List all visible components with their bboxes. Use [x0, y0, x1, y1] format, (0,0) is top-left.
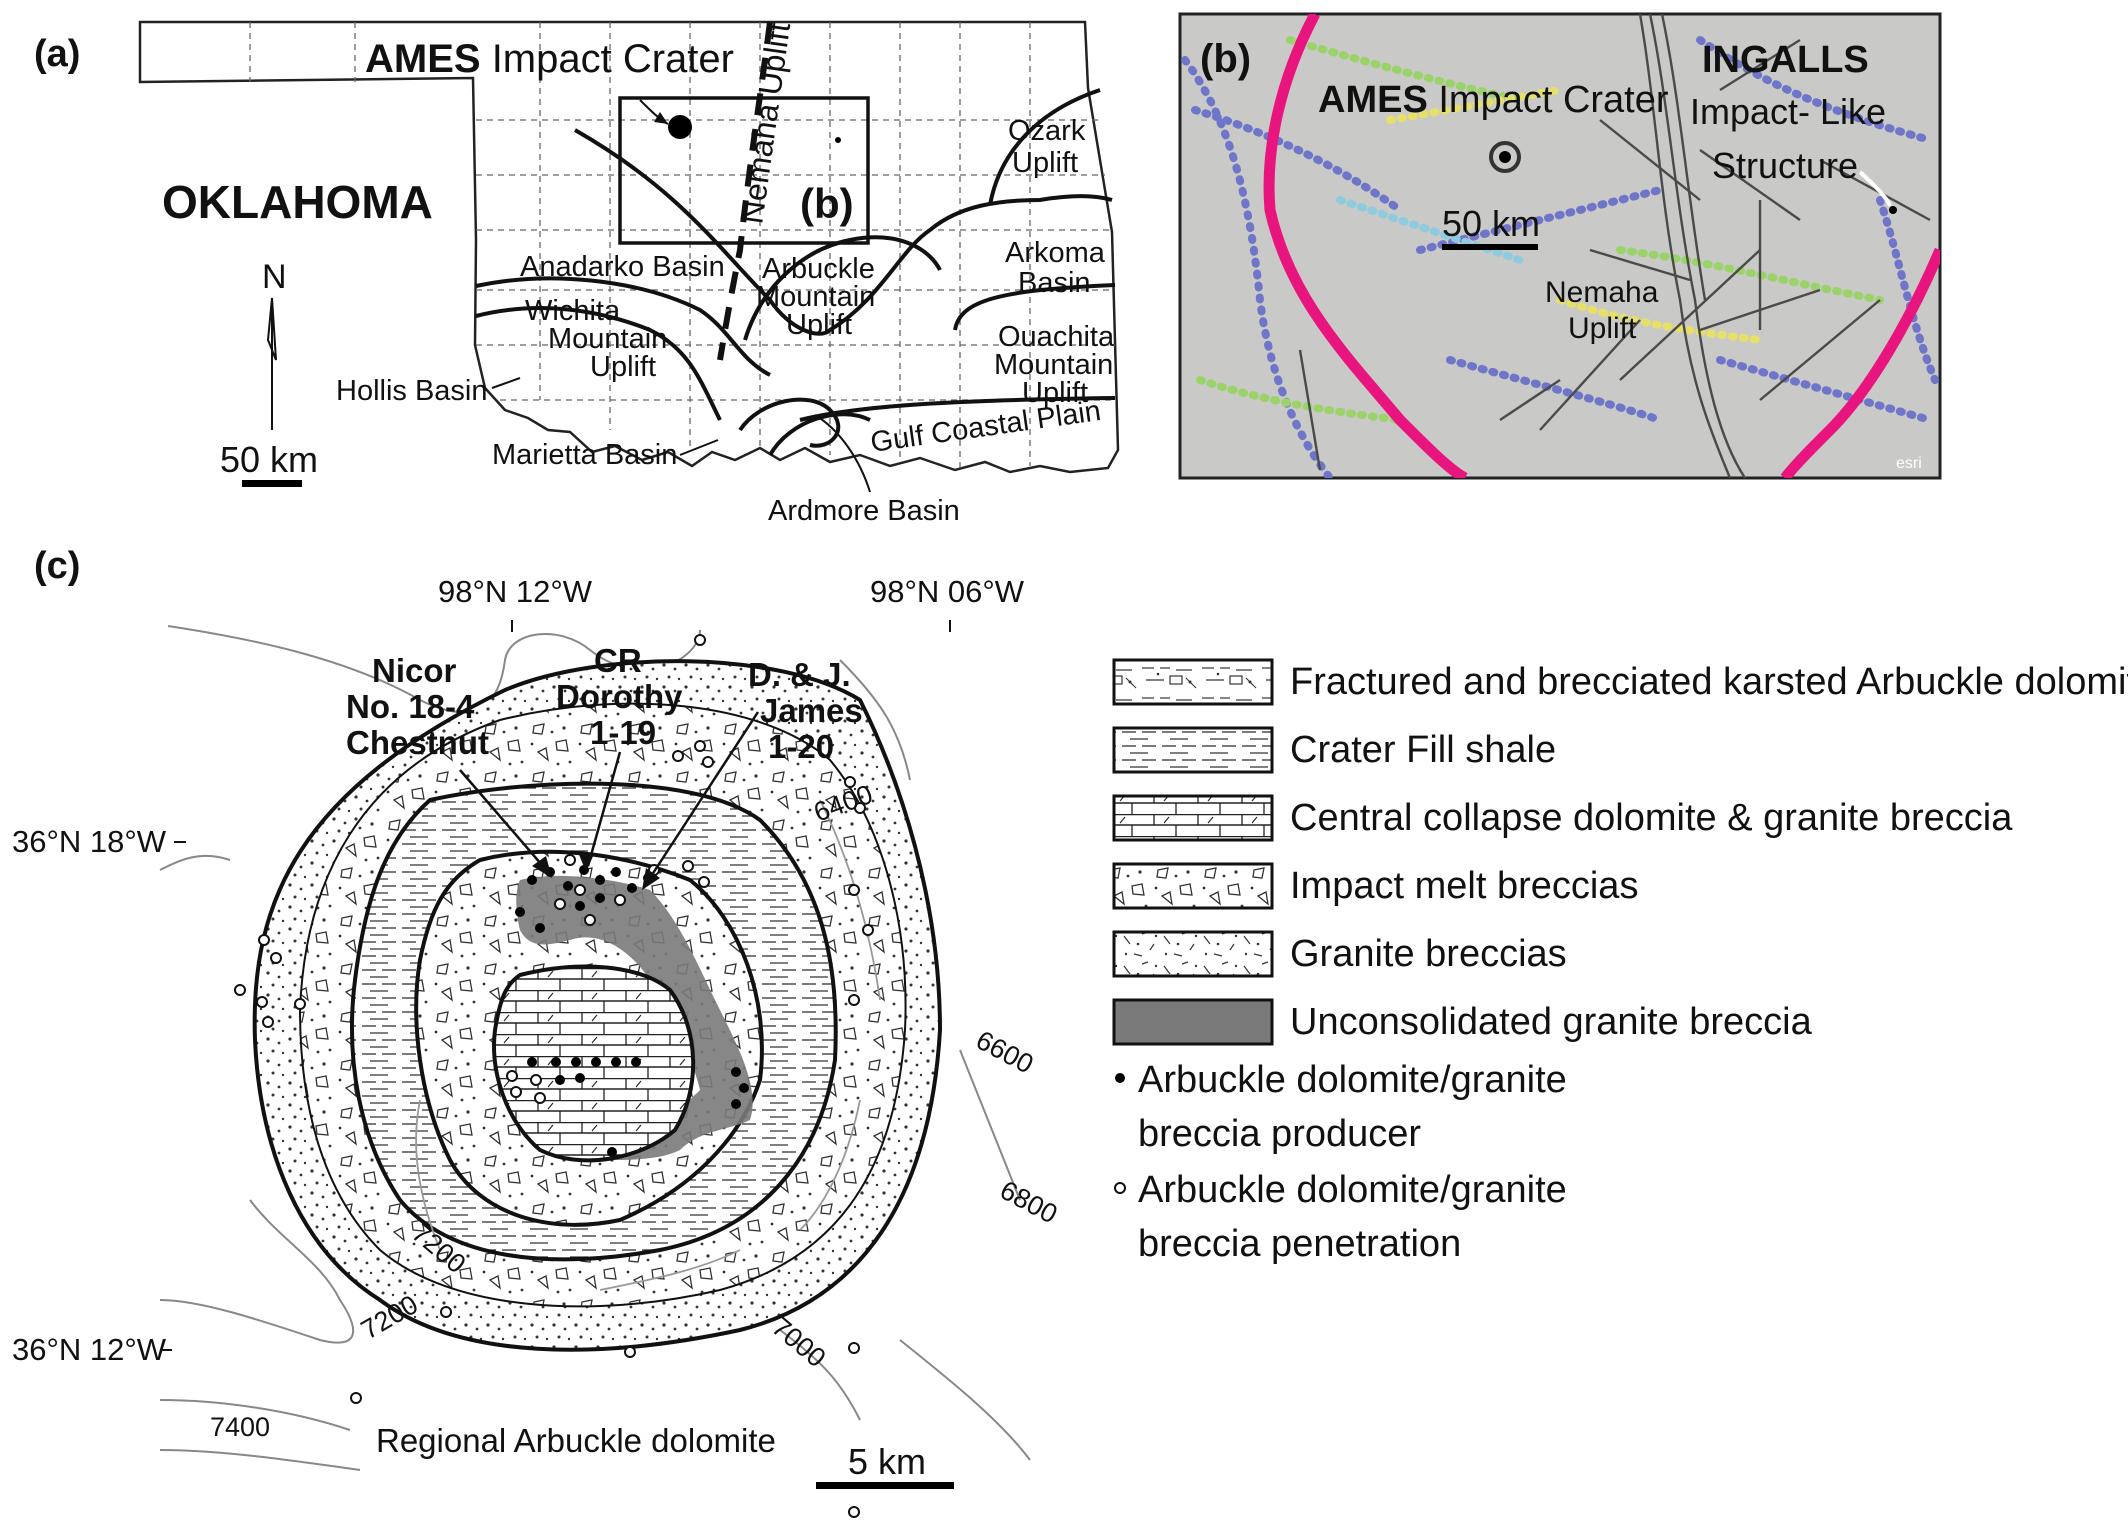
esri-credit: esri: [1896, 455, 1922, 472]
nemaha-dashed-line: [717, 21, 773, 361]
panel-b-label: (b): [1200, 37, 1251, 81]
legend-swatch-unconsolidated: [1112, 998, 1274, 1046]
scale-bar-c: [816, 1482, 954, 1489]
scale-text-b: 50 km: [1442, 203, 1540, 244]
ames-target-icon: [1489, 141, 1521, 173]
ingalls-marker: [835, 137, 841, 143]
well-cr-number: 1-19: [590, 714, 656, 751]
region-wichita: Wichita: [525, 295, 621, 327]
region-arbuckle: Arbuckle: [762, 253, 875, 285]
region-arkoma-2: Basin: [1018, 267, 1091, 299]
legend-swatch-melt: [1112, 862, 1274, 910]
legend-fractured: Fractured and brecciated karsted Arbuckl…: [1290, 661, 2128, 703]
ring-right: [1780, 247, 1940, 478]
well-dj-lease: James: [760, 692, 863, 729]
legend-penetration-dot: [1114, 1182, 1126, 1194]
region-arkoma: Arkoma: [1005, 237, 1106, 269]
unconsolidated-breccia-zone: [516, 875, 753, 1160]
state-name: OKLAHOMA: [162, 176, 433, 228]
legend-producer-dot: [1115, 1073, 1125, 1083]
well-nicor-name: Nicor: [372, 652, 457, 689]
legend-producer-2: breccia producer: [1138, 1113, 1421, 1155]
region-ozark: Ozark: [1008, 115, 1086, 147]
legend-penetration-2: breccia penetration: [1138, 1223, 1461, 1265]
panel-a-label: (a): [34, 33, 80, 75]
ingalls-marker-b: [1889, 206, 1897, 214]
legend-swatch-fractured: [1112, 658, 1274, 706]
well-labels: Nicor No. 18-4 Chestnut CR Dorothy 1-19 …: [346, 642, 863, 765]
scale-text-a: 50 km: [220, 439, 318, 480]
legend: Fractured and brecciated karsted Arbuckl…: [1112, 658, 2128, 1265]
scale-text-c: 5 km: [848, 1441, 926, 1482]
fault-lines: [1298, 14, 1931, 478]
panel-a: (a): [34, 20, 1120, 527]
coord-left-lower: 36°N 12°W: [12, 1332, 167, 1367]
region-anadarko: Anadarko Basin: [520, 251, 725, 283]
legend-crater-fill: Crater Fill shale: [1290, 729, 1556, 771]
region-ouachita: Ouachita: [998, 321, 1115, 353]
legend-melt: Impact melt breccias: [1290, 865, 1638, 907]
legend-central: Central collapse dolomite & granite brec…: [1290, 797, 2013, 839]
well-arrows: [459, 711, 760, 885]
panel-b: (b) AMES Impact Crater INGALLS Impact- L…: [1178, 12, 1942, 480]
oklahoma-outline: [138, 20, 1120, 474]
ames-crater-marker: [668, 115, 692, 139]
panel-c: (c): [12, 545, 2128, 1518]
well-dot-trails: [1181, 36, 1939, 478]
well-cr-name: CR: [594, 642, 642, 679]
ames-label-b: AMES Impact Crater: [1318, 79, 1669, 121]
region-arbuckle-2: Mountain: [756, 281, 875, 313]
legend-unconsolidated: Unconsolidated granite breccia: [1290, 1001, 1813, 1043]
panel-c-label: (c): [34, 545, 80, 587]
ring-left: [1263, 14, 1468, 478]
scale-bar-b: [1442, 244, 1538, 250]
region-ardmore: Ardmore Basin: [768, 495, 960, 527]
well-dj-number: 1-20: [768, 728, 834, 765]
contour-6800: 6800: [995, 1175, 1062, 1230]
legend-producer-1: Arbuckle dolomite/granite: [1138, 1059, 1567, 1101]
region-ozark-2: Uplift: [1012, 147, 1078, 179]
well-nicor-lease: Chestnut: [346, 724, 489, 761]
region-wichita-3: Uplift: [590, 351, 656, 383]
region-marietta: Marietta Basin: [492, 439, 677, 471]
contour-7400: 7400: [210, 1412, 270, 1442]
well-dj-name: D. & J.: [748, 656, 851, 693]
inset-label-a: (b): [800, 180, 854, 227]
north-letter: N: [262, 258, 287, 296]
region-arbuckle-3: Uplift: [786, 309, 852, 341]
region-hollis: Hollis Basin: [336, 375, 488, 407]
ingalls-label-3: Structure: [1712, 145, 1858, 186]
scale-bar-a: [242, 480, 302, 487]
coord-top-right: 98°N 06°W: [870, 574, 1025, 609]
coord-top-left: 98°N 12°W: [438, 574, 593, 609]
legend-swatch-shale: [1112, 726, 1274, 774]
region-wichita-2: Mountain: [548, 323, 667, 355]
coord-left-upper: 36°N 18°W: [12, 824, 167, 859]
legend-swatch-granite: [1112, 930, 1274, 978]
nemaha-label-b-2: Uplift: [1568, 312, 1637, 345]
nemaha-label-b: Nemaha: [1545, 276, 1659, 309]
region-ouachita-2: Mountain: [994, 349, 1113, 381]
region-ouachita-3: Uplift: [1022, 377, 1088, 409]
well-nicor-number: No. 18-4: [346, 688, 475, 725]
legend-granite: Granite breccias: [1290, 933, 1567, 975]
well-arrowheads: [532, 852, 660, 890]
ingalls-label-2: Impact- Like: [1690, 91, 1886, 132]
legend-penetration-1: Arbuckle dolomite/granite: [1138, 1169, 1567, 1211]
ingalls-label: INGALLS: [1702, 39, 1869, 81]
province-boundaries: [475, 88, 1116, 457]
inset-box: [618, 96, 870, 245]
legend-swatch-central: [1112, 794, 1274, 842]
well-cr-lease: Dorothy: [556, 678, 683, 715]
panel-b-map: [1178, 12, 1942, 480]
regional-label: Regional Arbuckle dolomite: [376, 1422, 776, 1459]
penetration-wells: [234, 634, 874, 1518]
contour-6600: 6600: [971, 1025, 1038, 1080]
ames-label-a: AMES Impact Crater: [365, 37, 734, 81]
inner-contours: [415, 799, 881, 1291]
county-lines: [249, 22, 1115, 468]
